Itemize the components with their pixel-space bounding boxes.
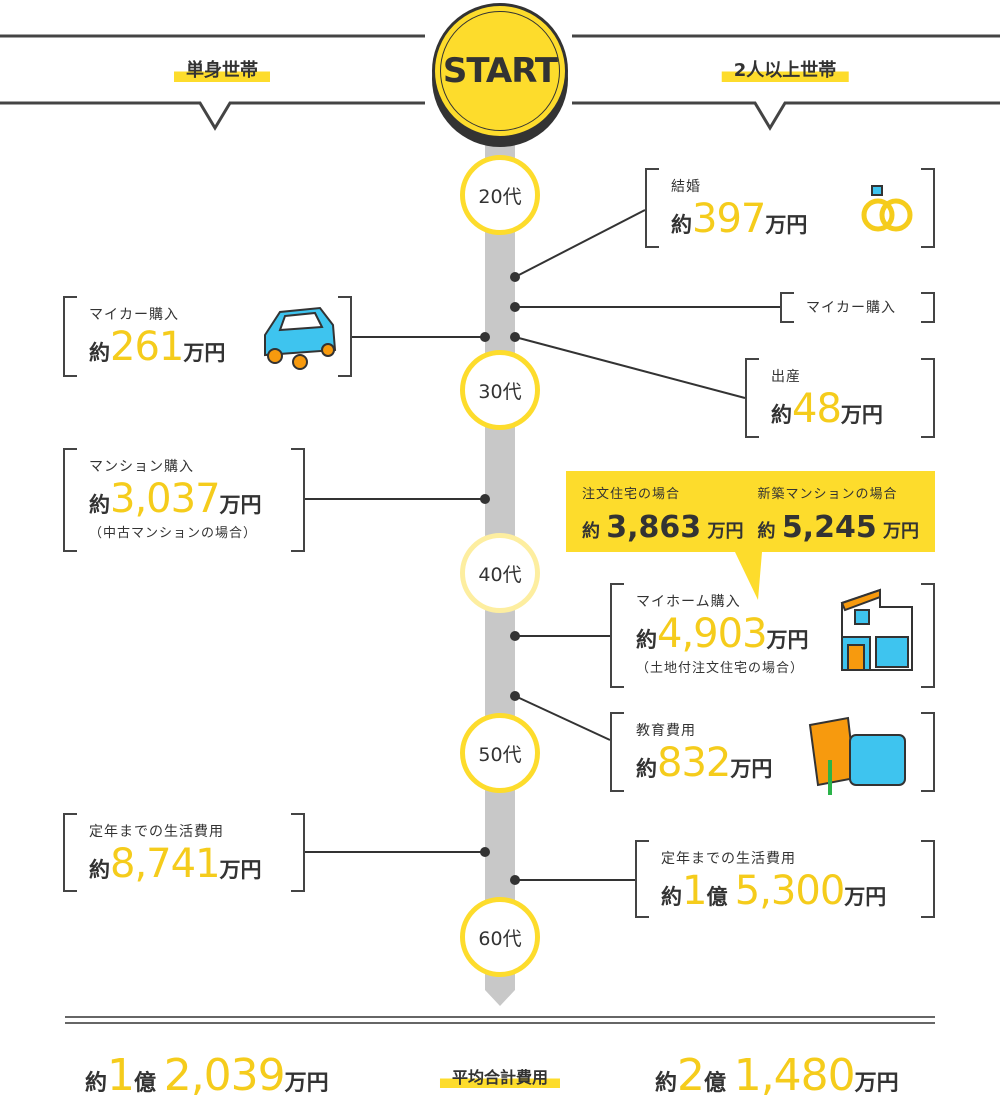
age-20s: 20代 — [460, 155, 540, 235]
card-amount: 約48万円 — [771, 386, 883, 432]
car-icon — [264, 306, 337, 370]
education-icon — [808, 716, 906, 795]
single-living-card: 定年までの生活費用 約8,741万円 — [63, 813, 305, 892]
card-label: マイカー購入 — [89, 307, 179, 323]
age-50s: 50代 — [460, 713, 540, 793]
multi-car-card: マイカー購入 — [780, 292, 935, 323]
callout-amount: 約 5,245 万円 — [757, 510, 919, 545]
age-40s: 40代 — [460, 533, 540, 613]
card-amount: 約397万円 — [671, 196, 808, 242]
card-label: 定年までの生活費用 — [661, 851, 796, 867]
card-label: マイホーム購入 — [636, 594, 741, 610]
single-total: 約1億 2,039万円 — [85, 1050, 329, 1101]
home-card: マイホーム購入 約4,903万円 （土地付注文住宅の場合） — [610, 583, 935, 688]
card-amount: 約1億 5,300万円 — [661, 868, 887, 914]
card-amount: 約3,037万円 — [89, 476, 262, 522]
card-label: 出産 — [771, 369, 801, 385]
house-icon — [840, 588, 913, 671]
card-note: （土地付注文住宅の場合） — [636, 661, 805, 676]
card-amount: 約8,741万円 — [89, 841, 262, 887]
single-household-label: 単身世帯 — [174, 56, 270, 82]
card-label: 結婚 — [671, 179, 701, 195]
callout-label: 新築マンションの場合 — [757, 487, 898, 502]
education-card: 教育費用 約832万円 — [610, 712, 935, 792]
marriage-card: 結婚 約397万円 — [645, 168, 935, 248]
rings-icon — [861, 185, 913, 232]
multi-total: 約2億 1,480万円 — [655, 1050, 899, 1101]
card-label: 教育費用 — [636, 723, 696, 739]
multi-living-card: 定年までの生活費用 約1億 5,300万円 — [635, 840, 935, 918]
mansion-card: マンション購入 約3,037万円 （中古マンションの場合） — [63, 448, 305, 552]
home-type-callout: 注文住宅の場合 約 3,863 万円 新築マンションの場合 約 5,245 万円 — [566, 471, 935, 552]
birth-card: 出産 約48万円 — [745, 358, 935, 438]
card-label: マンション購入 — [89, 459, 194, 475]
start-label: START — [442, 51, 558, 91]
average-total-label: 平均合計費用 — [439, 1064, 561, 1088]
start-badge: START — [432, 3, 568, 139]
card-label: マイカー購入 — [806, 300, 896, 316]
multi-household-label: 2人以上世帯 — [721, 56, 849, 82]
age-30s: 30代 — [460, 350, 540, 430]
card-amount: 約261万円 — [89, 324, 226, 370]
card-amount: 約832万円 — [636, 740, 773, 786]
card-label: 定年までの生活費用 — [89, 824, 224, 840]
age-60s: 60代 — [460, 897, 540, 977]
callout-label: 注文住宅の場合 — [582, 487, 681, 502]
card-amount: 約4,903万円 — [636, 611, 809, 657]
single-car-card: マイカー購入 約261万円 — [63, 296, 352, 377]
callout-amount: 約 3,863 万円 — [582, 510, 744, 545]
card-note: （中古マンションの場合） — [89, 526, 258, 541]
